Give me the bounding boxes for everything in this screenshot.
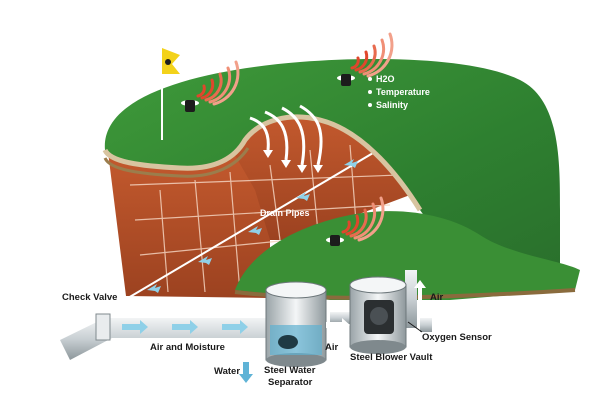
- check-valve-label: Check Valve: [62, 292, 117, 303]
- steel-water-separator-label-1: Steel Water: [264, 365, 316, 376]
- air-bottom-label: Air: [325, 342, 339, 353]
- signal-waves: [196, 32, 394, 242]
- sensor-right: [337, 74, 355, 86]
- water-label: Water: [214, 366, 240, 377]
- sensor-left: [181, 100, 199, 112]
- sensor-item-temperature: Temperature: [376, 87, 430, 97]
- steel-water-separator: [265, 281, 327, 367]
- drain-flow-arrows: [147, 159, 358, 293]
- air-and-moisture-label: Air and Moisture: [150, 342, 225, 353]
- air-arrow-up: [414, 280, 426, 300]
- pipe-flow-arrows: [122, 320, 248, 334]
- sensor-item-salinity: Salinity: [376, 100, 408, 110]
- signal-left: [196, 60, 240, 106]
- golf-flag: [161, 48, 180, 140]
- steel-blower-vault: [349, 276, 407, 354]
- air-top-label: Air: [430, 292, 444, 303]
- drain-pipes-label: Drain Pipes: [260, 208, 310, 218]
- water-arrow-down: [239, 362, 253, 383]
- oxygen-sensor-pointer: [407, 321, 423, 333]
- oxygen-sensor-label: Oxygen Sensor: [422, 332, 492, 343]
- sensor-lower: [326, 235, 344, 246]
- air-down-arrows: [249, 104, 323, 166]
- signal-lower: [341, 196, 385, 242]
- sensor-item-h2o: H2O: [376, 74, 395, 84]
- steel-blower-vault-label: Steel Blower Vault: [350, 352, 433, 363]
- sensor-list: H2O Temperature Salinity: [368, 74, 430, 110]
- sensor-pods: [181, 74, 355, 246]
- air-down-arrowheads: [263, 150, 323, 173]
- air-arrow-bottom: [326, 318, 350, 332]
- drain-pipe-lines: [127, 139, 396, 299]
- steel-water-separator-label-2: Separator: [268, 377, 313, 388]
- signal-right: [350, 32, 394, 78]
